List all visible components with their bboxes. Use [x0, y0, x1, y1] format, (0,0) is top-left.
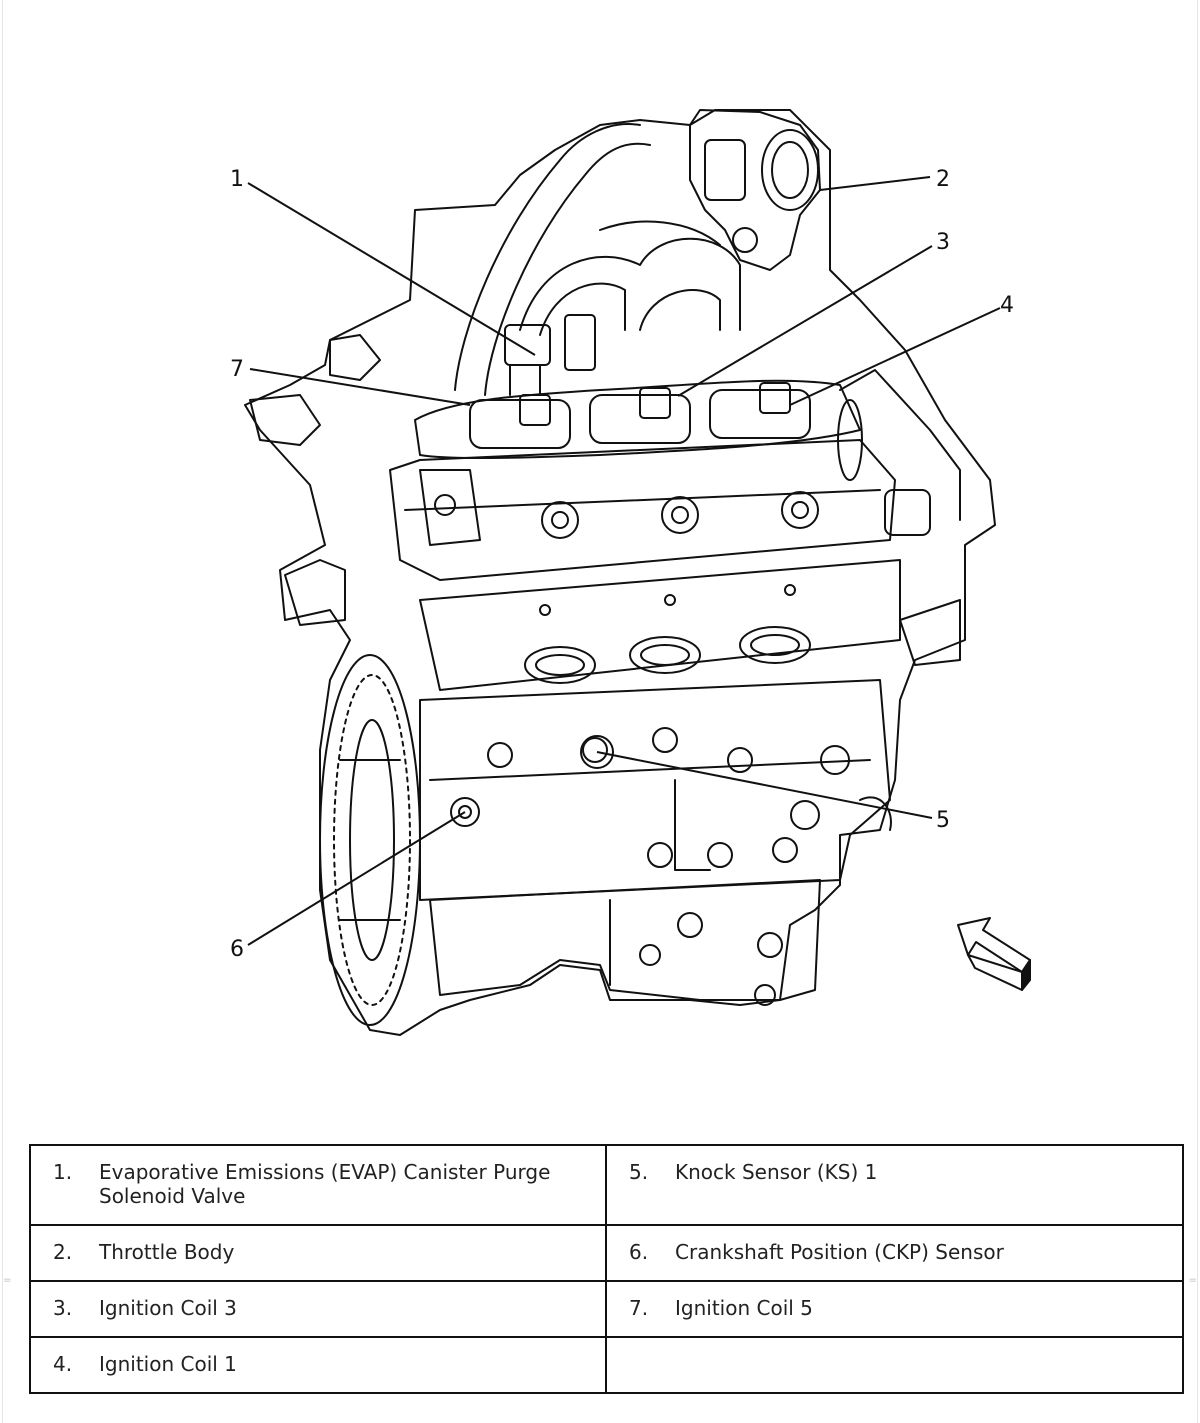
- callout-labels: 1 2 3 4 5 6 7: [230, 167, 1014, 962]
- view-direction-arrow-icon: [957, 917, 1031, 991]
- legend-item-label: Ignition Coil 5: [675, 1296, 813, 1320]
- legend-cell: 3. Ignition Coil 3: [29, 1280, 607, 1338]
- legend-row: 4. Ignition Coil 1: [29, 1336, 1184, 1394]
- callout-6: 6: [230, 937, 244, 962]
- legend-item-number: 5.: [629, 1160, 649, 1184]
- legend-item-number: 6.: [629, 1240, 649, 1264]
- legend-item-label: Ignition Coil 1: [99, 1352, 237, 1376]
- callout-leader-6: [247, 811, 466, 946]
- legend-item-number: 1.: [53, 1160, 73, 1184]
- callout-3: 3: [936, 230, 950, 255]
- legend-cell: 7. Ignition Coil 5: [605, 1280, 1184, 1338]
- callout-leader-3: [677, 245, 933, 397]
- legend-item-number: 2.: [53, 1240, 73, 1264]
- legend-item-number: 7.: [629, 1296, 649, 1320]
- legend-cell: 4. Ignition Coil 1: [29, 1336, 607, 1394]
- legend-cell: 1. Evaporative Emissions (EVAP) Canister…: [29, 1144, 607, 1226]
- legend-item-number: 4.: [53, 1352, 73, 1376]
- legend-row: 3. Ignition Coil 3 7. Ignition Coil 5: [29, 1280, 1184, 1338]
- legend-cell: 6. Crankshaft Position (CKP) Sensor: [605, 1224, 1184, 1282]
- page-edge-mark-right: =: [1188, 1275, 1197, 1286]
- callout-leader-4: [789, 307, 1001, 406]
- legend-cell: 2. Throttle Body: [29, 1224, 607, 1282]
- page-edge-mark-left: =: [3, 1275, 12, 1286]
- callout-leaders: [247, 176, 1001, 946]
- callout-7: 7: [230, 357, 244, 382]
- page-edge-left: [2, 0, 3, 1423]
- callout-leader-7: [249, 368, 471, 406]
- callout-leader-5: [596, 751, 933, 819]
- engine-component-locator-diagram: 1 2 3 4 5 6 7: [230, 109, 1031, 1036]
- legend-item-number: 3.: [53, 1296, 73, 1320]
- callout-4: 4: [1000, 293, 1014, 318]
- component-legend-table: 1. Evaporative Emissions (EVAP) Canister…: [29, 1144, 1184, 1394]
- legend-item-label: Knock Sensor (KS) 1: [675, 1160, 878, 1184]
- callout-leader-1: [247, 182, 536, 356]
- legend-cell-empty: [605, 1336, 1184, 1394]
- legend-cell: 5. Knock Sensor (KS) 1: [605, 1144, 1184, 1226]
- callout-5: 5: [936, 808, 950, 833]
- legend-item-label: Throttle Body: [99, 1240, 235, 1264]
- legend-item-label: Evaporative Emissions (EVAP) Canister Pu…: [99, 1160, 551, 1208]
- legend-row: 1. Evaporative Emissions (EVAP) Canister…: [29, 1144, 1184, 1226]
- page-edge-right: [1197, 0, 1198, 1423]
- engine-illustration: [244, 109, 996, 1036]
- callout-2: 2: [936, 167, 950, 192]
- legend-row: 2. Throttle Body 6. Crankshaft Position …: [29, 1224, 1184, 1282]
- legend-item-label: Crankshaft Position (CKP) Sensor: [675, 1240, 1004, 1264]
- callout-1: 1: [230, 167, 244, 192]
- legend-item-label: Ignition Coil 3: [99, 1296, 237, 1320]
- callout-leader-2: [819, 176, 931, 191]
